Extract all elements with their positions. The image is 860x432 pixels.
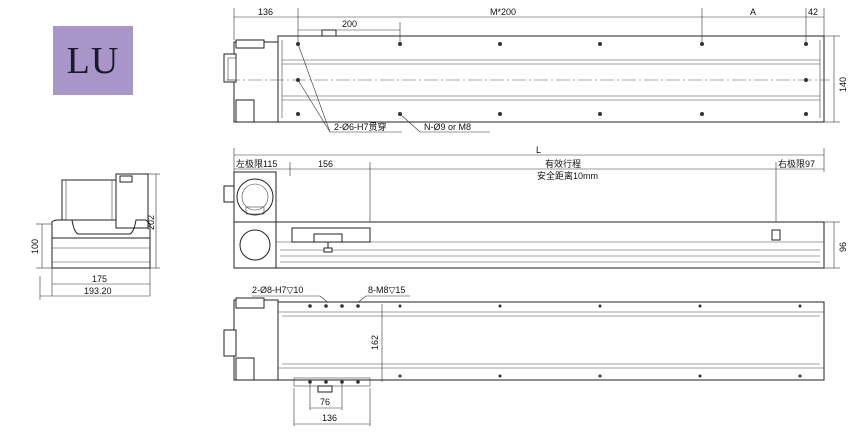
end-view: 100 202 175 193.20 bbox=[30, 173, 160, 300]
callout-holes-top: N-Ø9 or M8 bbox=[424, 122, 471, 132]
side-view: L 左极限115 156 有效行程 安全距离10mm 右极限97 96 bbox=[223, 145, 848, 269]
motor-side-disc bbox=[236, 178, 274, 216]
dim-96: 96 bbox=[838, 242, 848, 252]
stroke-label: 有效行程 bbox=[545, 158, 581, 169]
dim-a: A bbox=[750, 7, 756, 17]
dim-right-limit: 右极限97 bbox=[778, 158, 815, 169]
dim-193: 193.20 bbox=[84, 286, 112, 296]
rail-body-bottom bbox=[277, 301, 825, 381]
motor-flange-bottom bbox=[223, 329, 237, 357]
motor-cap-top bbox=[235, 39, 265, 49]
callout-pin-bottom: 2-Ø8-H7▽10 bbox=[252, 285, 303, 295]
dim-200: 200 bbox=[342, 19, 357, 29]
motor-side-upper bbox=[233, 171, 277, 223]
rail-body-top bbox=[277, 35, 825, 123]
motor-side-connector bbox=[223, 185, 235, 203]
end-motor-cap bbox=[115, 173, 149, 229]
dim-76: 76 bbox=[320, 397, 330, 407]
top-view: 136 200 M*200 A 42 140 2-Ø6-H7贯穿 N-Ø9 or… bbox=[223, 7, 848, 133]
callout-pin-top: 2-Ø6-H7贯穿 bbox=[334, 121, 387, 132]
bottom-view: 2-Ø8-H7▽10 8-M8▽15 bbox=[223, 285, 825, 426]
logo-text: LU bbox=[66, 39, 120, 82]
dim-162: 162 bbox=[370, 335, 380, 350]
dim-136-top: 136 bbox=[258, 7, 273, 17]
right-limit-sensor bbox=[771, 229, 781, 241]
end-motor bbox=[61, 179, 117, 221]
dim-m200: M*200 bbox=[490, 7, 516, 17]
dim-l: L bbox=[536, 145, 541, 155]
end-profile-top bbox=[51, 219, 151, 238]
dim-156: 156 bbox=[318, 159, 333, 169]
end-profile-body bbox=[51, 237, 151, 269]
dim-136-bottom: 136 bbox=[322, 413, 337, 423]
motor-base-top bbox=[235, 99, 255, 123]
logo-badge: LU bbox=[53, 26, 133, 95]
slider-nub-top bbox=[321, 29, 337, 37]
callout-thread-bottom: 8-M8▽15 bbox=[368, 285, 405, 295]
motor-side-lower-disc bbox=[239, 229, 271, 261]
dim-left-limit: 左极限115 bbox=[236, 158, 277, 169]
dim-202: 202 bbox=[146, 215, 156, 230]
carriage-holes-bottom bbox=[308, 304, 802, 384]
dim-100: 100 bbox=[30, 239, 40, 254]
dim-175: 175 bbox=[92, 274, 107, 284]
carriage-nub-bottom bbox=[317, 385, 333, 393]
safety-label: 安全距离10mm bbox=[537, 170, 598, 181]
dim-42: 42 bbox=[808, 7, 818, 17]
dim-140: 140 bbox=[838, 77, 848, 92]
